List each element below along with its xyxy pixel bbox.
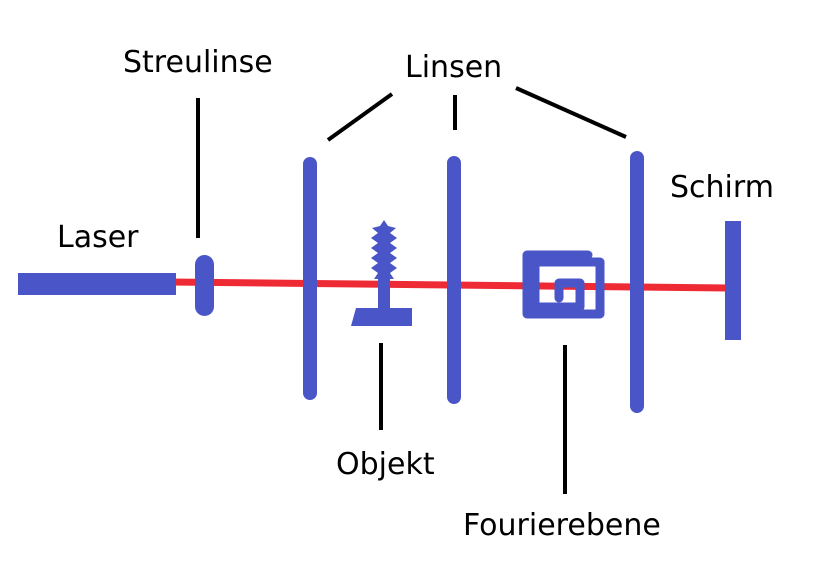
fourier-filter (522, 250, 605, 319)
label-schirm: Schirm (670, 170, 774, 205)
label-objekt: Objekt (336, 447, 435, 482)
object (351, 220, 412, 326)
screen (725, 221, 741, 340)
label-fourierebene: Fourierebene (463, 508, 661, 543)
laser-source (18, 273, 176, 295)
label-streulinse: Streulinse (123, 45, 273, 80)
label-laser: Laser (57, 220, 139, 255)
leader-linsen-1 (326, 92, 394, 142)
lens-3 (630, 151, 644, 413)
lens-1 (303, 157, 317, 400)
leader-lines (196, 86, 627, 494)
label-linsen: Linsen (405, 50, 503, 85)
diverging-lens (195, 255, 214, 316)
leader-linsen-3 (515, 86, 627, 139)
lens-2 (447, 156, 461, 404)
